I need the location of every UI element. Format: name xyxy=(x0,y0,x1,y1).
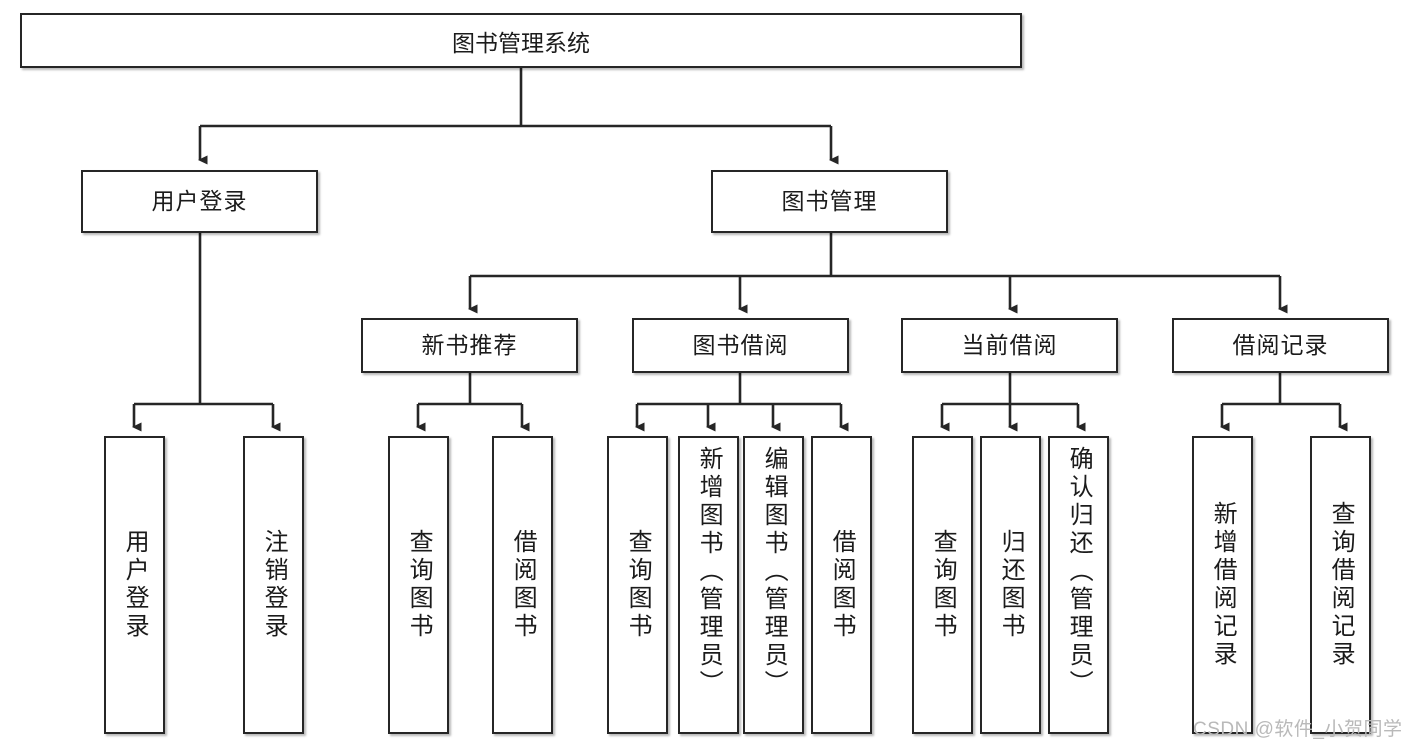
node-label: 当前借阅 xyxy=(961,331,1058,358)
node-label: 编辑图书（管理员） xyxy=(760,446,788,698)
leaf-new-book-query[interactable]: 查询图书 xyxy=(388,436,449,734)
leaf-user-login-logout[interactable]: 注销登录 xyxy=(243,436,304,734)
leaf-current-confirm-return-admin[interactable]: 确认归还（管理员） xyxy=(1048,436,1109,734)
node-label: 新书推荐 xyxy=(421,331,518,358)
node-new-book-recommend[interactable]: 新书推荐 xyxy=(361,318,578,373)
leaf-borrow-query-book[interactable]: 查询图书 xyxy=(607,436,668,734)
node-label: 用户登录 xyxy=(151,187,248,214)
leaf-new-book-borrow[interactable]: 借阅图书 xyxy=(492,436,553,734)
leaf-user-login-login[interactable]: 用户登录 xyxy=(104,436,165,734)
leaf-record-add-record[interactable]: 新增借阅记录 xyxy=(1192,436,1253,734)
node-label: 借阅图书 xyxy=(828,529,856,641)
node-book-management[interactable]: 图书管理 xyxy=(711,170,948,233)
node-label: 查询图书 xyxy=(405,529,433,641)
node-label: 图书管理 xyxy=(781,187,878,214)
node-root-book-management-system[interactable]: 图书管理系统 xyxy=(20,13,1022,68)
node-label: 确认归还（管理员） xyxy=(1065,446,1093,698)
node-current-borrow[interactable]: 当前借阅 xyxy=(901,318,1118,373)
node-label: 新增图书（管理员） xyxy=(695,446,723,698)
node-label: 图书借阅 xyxy=(692,331,789,358)
leaf-borrow-borrow-book[interactable]: 借阅图书 xyxy=(811,436,872,734)
leaf-borrow-add-book-admin[interactable]: 新增图书（管理员） xyxy=(678,436,739,734)
node-label: 借阅图书 xyxy=(509,529,537,641)
leaf-current-query-book[interactable]: 查询图书 xyxy=(912,436,973,734)
node-label: 借阅记录 xyxy=(1232,331,1329,358)
node-label: 用户登录 xyxy=(121,529,149,641)
csdn-watermark: CSDN @软件_小贺同学 xyxy=(1193,719,1403,740)
node-borrow-record[interactable]: 借阅记录 xyxy=(1172,318,1389,373)
node-book-borrow[interactable]: 图书借阅 xyxy=(632,318,849,373)
node-label: 查询借阅记录 xyxy=(1327,501,1355,669)
node-label: 注销登录 xyxy=(260,529,288,641)
leaf-borrow-edit-book-admin[interactable]: 编辑图书（管理员） xyxy=(743,436,804,734)
node-label: 新增借阅记录 xyxy=(1209,501,1237,669)
leaf-current-return-book[interactable]: 归还图书 xyxy=(980,436,1041,734)
node-label: 归还图书 xyxy=(997,529,1025,641)
leaf-record-query-record[interactable]: 查询借阅记录 xyxy=(1310,436,1371,734)
node-label: 查询图书 xyxy=(624,529,652,641)
node-label: 图书管理系统 xyxy=(452,29,590,56)
node-user-login[interactable]: 用户登录 xyxy=(81,170,318,233)
node-label: 查询图书 xyxy=(929,529,957,641)
